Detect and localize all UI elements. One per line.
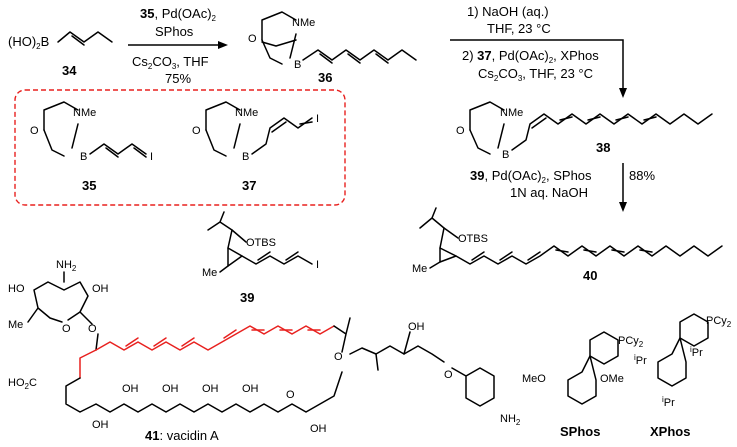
methyl-label-39: Me bbox=[202, 267, 217, 279]
compound-34: (HO)2B 34 bbox=[8, 31, 113, 78]
step1-ligand: SPhos bbox=[155, 24, 194, 39]
carbonyl-o-label-37: O bbox=[192, 125, 201, 137]
ketone-oxygen: O bbox=[444, 369, 453, 381]
sugar-amine-label: NH2 bbox=[56, 259, 77, 273]
compound-36: NMe O B 36 bbox=[248, 11, 417, 85]
aniline-amine: NH2 bbox=[500, 413, 521, 427]
iodide-label-35: I bbox=[150, 151, 153, 163]
n-methyl-label-37: NMe bbox=[235, 107, 258, 119]
otbs-label-39: OTBS bbox=[246, 237, 276, 249]
glycosidic-oxygen: O bbox=[88, 323, 97, 335]
xphos-phosphine: PCy2 bbox=[706, 315, 732, 329]
sphos-structure: PCy2 MeO OMe SPhos bbox=[522, 331, 644, 439]
boron-label-35: B bbox=[80, 151, 87, 163]
compound-40: OTBS Me 40 bbox=[412, 207, 723, 283]
sugar-methyl: Me bbox=[8, 319, 23, 331]
sphos-ome-left: MeO bbox=[522, 373, 546, 385]
boron-label: B bbox=[294, 59, 301, 71]
polyol-ketone-o: O bbox=[286, 389, 295, 401]
xphos-label: XPhos bbox=[650, 424, 690, 439]
polyol-oh-2: OH bbox=[162, 383, 179, 395]
compound-number-40: 40 bbox=[583, 268, 597, 283]
step3-conditions: 88% 39, Pd(OAc)2, SPhos 1N aq. NaOH bbox=[470, 163, 655, 212]
compound-number-38: 38 bbox=[596, 140, 610, 155]
step2-line4: Cs2CO3, THF, 23 °C bbox=[478, 66, 593, 83]
step2-line3: 2) 37, Pd(OAc)2, XPhos bbox=[462, 48, 599, 65]
polyol-oh-5: OH bbox=[310, 423, 327, 435]
compound-38: NMe O B 38 bbox=[456, 101, 713, 161]
step2-line2: THF, 23 °C bbox=[487, 21, 551, 36]
boron-label-38: B bbox=[502, 149, 509, 161]
xphos-structure: PCy2 iPr iPr iPr XPhos bbox=[634, 313, 732, 439]
building-block-box bbox=[14, 89, 346, 206]
compound-number-34: 34 bbox=[62, 63, 77, 78]
side-chain-hydroxyl: OH bbox=[408, 321, 425, 333]
polyol-oh-4: OH bbox=[242, 383, 259, 395]
step3-yield: 88% bbox=[629, 168, 655, 183]
step1-base-line: Cs2CO3, THF bbox=[132, 54, 209, 71]
step3-base: 1N aq. NaOH bbox=[510, 185, 588, 200]
sphos-label: SPhos bbox=[560, 424, 600, 439]
n-methyl-label: NMe bbox=[292, 17, 315, 29]
polyol-oh-1: OH bbox=[122, 383, 139, 395]
carbonyl-o-label-38: O bbox=[456, 125, 465, 137]
sphos-phosphine: PCy2 bbox=[618, 335, 644, 349]
compound-41-label: 41: vacidin A bbox=[145, 428, 219, 443]
sugar-ring-oxygen: O bbox=[62, 323, 71, 335]
xphos-ipr-bottom: iPr bbox=[662, 395, 675, 409]
step3-reagent-line: 39, Pd(OAc)2, SPhos bbox=[470, 168, 592, 185]
otbs-label-40: OTBS bbox=[458, 233, 488, 245]
n-methyl-label-38: NMe bbox=[500, 107, 523, 119]
boron-label-37: B bbox=[242, 151, 249, 163]
polyol-oh-3: OH bbox=[202, 383, 219, 395]
compound-39: OTBS Me I 39 bbox=[202, 211, 319, 305]
boronic-acid-label: (HO)2B bbox=[8, 34, 49, 51]
carbonyl-o-label: O bbox=[248, 33, 257, 45]
step2-conditions: 1) NaOH (aq.) THF, 23 °C 2) 37, Pd(OAc)2… bbox=[450, 4, 627, 98]
lactone-oxygen: O bbox=[334, 351, 343, 363]
compound-37: NMe O B I 37 bbox=[192, 101, 319, 193]
xphos-ipr-right: iPr bbox=[690, 345, 703, 359]
sugar-hydroxyl-right: OH bbox=[92, 283, 109, 295]
methyl-label-40: Me bbox=[412, 263, 427, 275]
iodide-label-39: I bbox=[316, 259, 319, 271]
step1-reagent-line: 35, Pd(OAc)2 bbox=[140, 6, 217, 23]
iodide-label-37: I bbox=[316, 113, 319, 125]
sphos-ome-right: OMe bbox=[600, 373, 624, 385]
compound-number-37: 37 bbox=[242, 178, 256, 193]
sugar-hydroxyl-left: HO bbox=[8, 283, 25, 295]
hemiketal-oh: OH bbox=[92, 419, 109, 431]
compound-number-39: 39 bbox=[240, 290, 254, 305]
step2-line1: 1) NaOH (aq.) bbox=[467, 4, 549, 19]
compound-number-35: 35 bbox=[82, 178, 96, 193]
xphos-ipr-left: iPr bbox=[634, 353, 647, 367]
carboxylic-acid: HO2C bbox=[8, 377, 37, 391]
n-methyl-label-35: NMe bbox=[73, 107, 96, 119]
carbonyl-o-label-35: O bbox=[30, 125, 39, 137]
compound-35: NMe O B I 35 bbox=[30, 101, 153, 193]
step1-conditions: 35, Pd(OAc)2 SPhos Cs2CO3, THF 75% bbox=[128, 6, 228, 86]
step1-yield: 75% bbox=[165, 71, 191, 86]
compound-41-vacidin-a: NH2 HO OH Me O O O OH O NH2 HO2C OH OH O… bbox=[8, 259, 521, 443]
compound-number-36: 36 bbox=[318, 70, 332, 85]
